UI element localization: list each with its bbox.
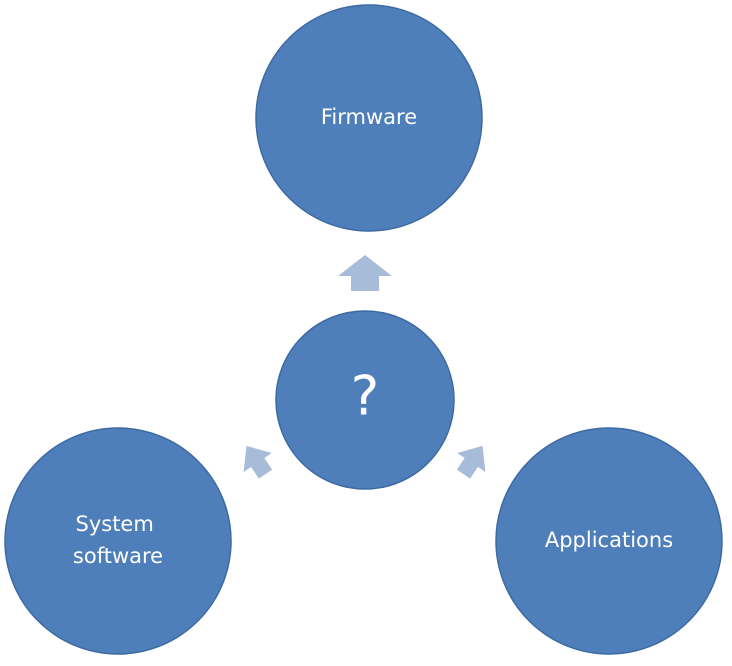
arrow-to-applications [456, 445, 486, 479]
arrow-to-system-software [243, 445, 273, 479]
node-applications-label: Applications [545, 528, 673, 552]
node-center: ? [275, 310, 455, 490]
node-system-software-label: System software [73, 512, 163, 568]
node-firmware: Firmware [255, 4, 483, 232]
node-applications: Applications [495, 427, 723, 655]
node-system-software-line-2: software [73, 544, 163, 568]
node-firmware-label: Firmware [321, 105, 417, 129]
node-system-software-line-1: System [76, 512, 154, 536]
node-system-software: System software [4, 427, 232, 655]
arrow-to-firmware [338, 255, 392, 291]
node-center-label: ? [351, 365, 380, 428]
